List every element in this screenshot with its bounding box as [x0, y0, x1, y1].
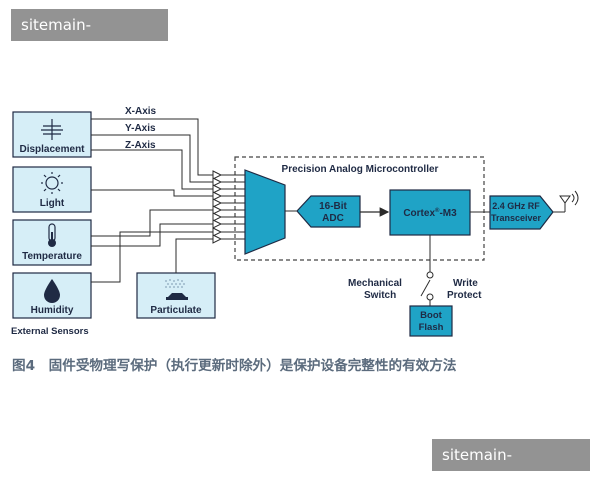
adc-label-line2: ADC [322, 213, 344, 224]
rf-transceiver-block [489, 195, 554, 230]
mcu-boundary [234, 156, 485, 261]
droplet-icon [44, 279, 60, 303]
z-axis-label: Z-Axis [125, 140, 156, 151]
watermark-top: sitemain-leyu.com [11, 9, 168, 66]
figure-caption: 图4 固件受物理写保护（执行更新时除外）是保护设备完整性的有效方法 [12, 357, 457, 374]
external-sensors-label: External Sensors [11, 326, 89, 337]
sun-icon [41, 172, 63, 194]
switch-label-line1: Mechanical [348, 278, 402, 289]
signal-lines [91, 118, 213, 283]
adc-label-line1: 16-Bit [319, 201, 347, 212]
protect-label-line2: Protect [447, 290, 482, 301]
sensor-temperature: Temperature [12, 219, 92, 266]
buffer-to-mux [221, 174, 245, 240]
cortex-label: Cortex®-M3 [403, 207, 457, 219]
boot-flash-line2: Flash [419, 322, 444, 333]
sensor-displacement: Displacement [12, 111, 92, 158]
y-axis-label: Y-Axis [125, 123, 156, 134]
sensor-label-humidity: Humidity [31, 305, 74, 316]
boot-flash-block [409, 305, 453, 337]
boot-flash-line1: Boot [420, 310, 442, 321]
sensor-label-temperature: Temperature [22, 251, 82, 262]
x-axis-label: X-Axis [125, 106, 157, 117]
sensor-label-particulate: Particulate [150, 305, 202, 316]
protect-label-line1: Write [453, 278, 478, 289]
rf-label-line1: 2.4 GHz RF [492, 201, 540, 211]
input-buffers [212, 170, 223, 244]
particulate-icon [165, 279, 188, 300]
switch-label-line2: Switch [364, 290, 396, 301]
write-protect-switch [420, 235, 434, 306]
thermometer-icon [48, 223, 56, 247]
sensor-humidity: Humidity [12, 272, 92, 319]
multiplexer [244, 169, 286, 255]
mcu-title: Precision Analog Microcontroller [282, 164, 439, 175]
watermark-bottom: sitemain-leyu.com [432, 439, 590, 496]
block-diagram: Precision Analog Microcontroller Displac… [11, 106, 579, 374]
axes-icon [41, 119, 63, 140]
sensor-light: Light [12, 166, 92, 213]
sensor-label-displacement: Displacement [19, 144, 85, 155]
sensor-label-light: Light [40, 198, 65, 209]
rf-label-line2: Transceiver [491, 213, 542, 223]
sensor-particulate: Particulate [136, 272, 216, 319]
antenna-icon [553, 190, 579, 213]
